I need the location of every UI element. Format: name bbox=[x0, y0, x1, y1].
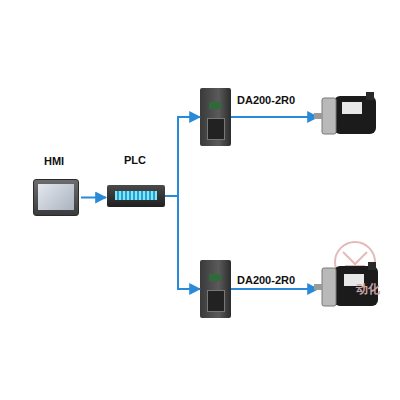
servo-motor bbox=[314, 92, 376, 134]
hmi-device: HMI bbox=[33, 179, 79, 216]
signal-arrow bbox=[165, 196, 200, 289]
device-label: DA200-2R0 bbox=[237, 94, 295, 107]
servo-drive: DA200-2R0 bbox=[200, 260, 231, 318]
watermark-text: 动化 bbox=[356, 281, 380, 298]
motor-shaft bbox=[314, 284, 323, 290]
motor-arrow bbox=[231, 116, 318, 118]
signal-arrow bbox=[81, 197, 106, 199]
motor-body bbox=[334, 96, 376, 134]
motor-arrow bbox=[231, 288, 318, 290]
servo-drive: DA200-2R0 bbox=[200, 88, 231, 146]
motor-flange bbox=[322, 98, 336, 134]
signal-arrow bbox=[165, 117, 200, 196]
motor-nameplate bbox=[342, 102, 362, 114]
connector-group bbox=[81, 117, 200, 289]
motor-flange bbox=[322, 268, 336, 306]
motor-shaft bbox=[314, 113, 323, 119]
plc-device: PLC bbox=[107, 185, 165, 207]
motor-connector bbox=[366, 92, 374, 100]
motor-connector bbox=[368, 262, 376, 270]
device-label: HMI bbox=[44, 155, 64, 168]
device-label: PLC bbox=[124, 154, 146, 167]
device-label: DA200-2R0 bbox=[237, 274, 295, 287]
